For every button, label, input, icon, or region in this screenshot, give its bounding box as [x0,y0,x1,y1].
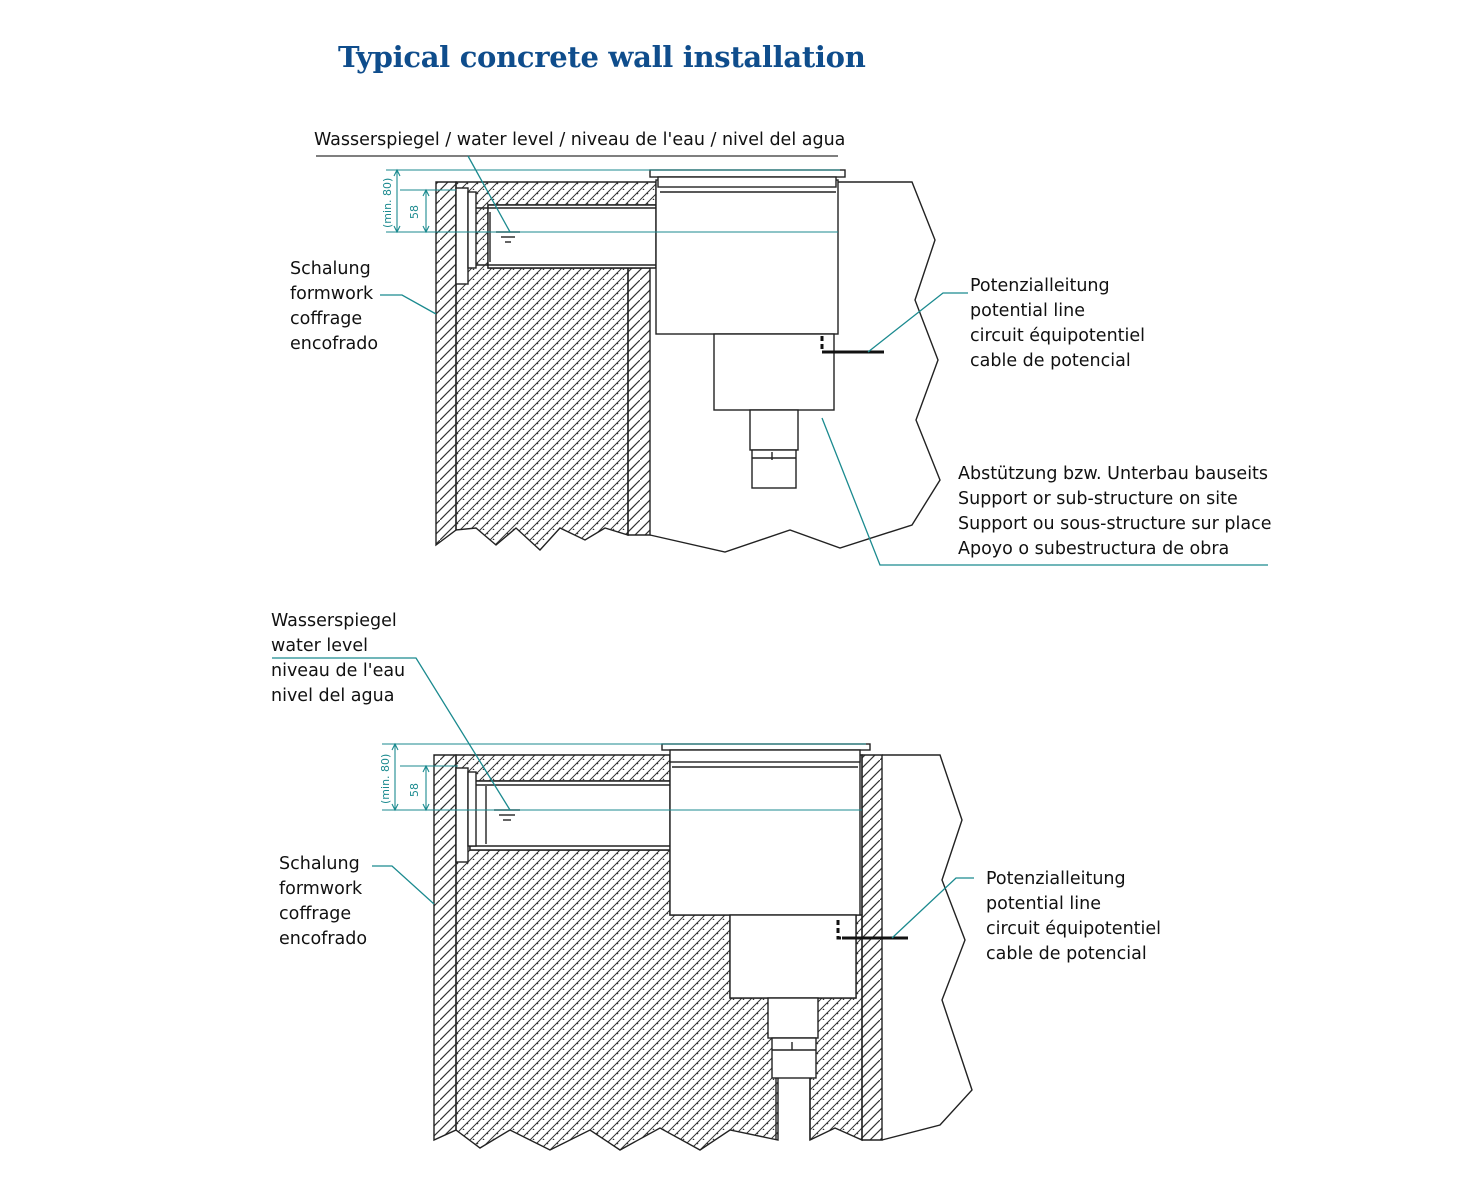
formwork-label-line: encofrado [279,929,368,949]
skimmer-housing-1 [713,333,835,411]
water-level-label-2: Wasserspiegel water level niveau de l'ea… [271,609,405,709]
water-level-label-line: Wasserspiegel [271,611,397,631]
potential-line-label-line: cable de potencial [986,944,1147,964]
water-level-label-1: Wasserspiegel / water level / niveau de … [314,130,846,150]
potential-line-label-line: cable de potencial [970,351,1131,371]
skimmer-lid-1 [649,169,846,178]
formwork-label-line: Schalung [290,259,371,279]
formwork-right-1 [627,267,651,536]
potential-line-label-line: Potenzialleitung [970,276,1110,296]
face-plate-1 [455,187,469,285]
leader-lines-2 [272,657,974,939]
page-title: Typical concrete wall installation [338,40,866,74]
diagram-1 [435,169,941,553]
water-level-label-line: nivel del agua [271,686,395,706]
potential-line-label-2: Potenzialleitung potential line circuit … [986,867,1161,967]
support-label-line: Support ou sous-structure sur place [958,514,1272,534]
potential-line-label-line: Potenzialleitung [986,869,1126,889]
support-label-line: Abstützung bzw. Unterbau bauseits [958,464,1269,484]
outlet-stub-2 [767,997,819,1039]
dimension-lines-2 [382,742,866,812]
water-level-label-line: niveau de l'eau [271,661,406,681]
potential-line-label-line: circuit équipotentiel [986,919,1162,939]
outlet-stub-1 [749,409,799,451]
dim-58-1: 58 [408,205,421,219]
dimension-lines-1 [386,168,840,234]
dim-min80-1: (min. 80) [381,178,394,228]
skimmer-housing-2 [729,914,857,999]
support-label-line: Support or sub-structure on site [958,489,1238,509]
formwork-right-2 [861,754,883,1141]
face-plate-2 [455,767,469,863]
formwork-label-2: Schalung formwork coffrage encofrado [279,852,367,952]
dim-58-2: 58 [408,783,421,797]
formwork-label-1: Schalung formwork coffrage encofrado [290,257,378,357]
water-level-label-line: water level [271,636,369,656]
potential-line-label-line: potential line [970,301,1085,321]
formwork-label-line: formwork [279,879,363,899]
skimmer-body-1 [655,179,839,335]
support-label-line: Apoyo o subestructura de obra [958,539,1230,559]
skimmer-body-2 [669,754,861,916]
formwork-label-line: formwork [290,284,374,304]
skimmer-lid-2 [661,743,871,751]
dim-min80-2: (min. 80) [379,754,392,804]
support-outline-1 [649,181,941,553]
potential-line-label-1: Potenzialleitung potential line circuit … [970,274,1145,374]
formwork-label-line: Schalung [279,854,360,874]
formwork-left-2 [433,754,457,1142]
formwork-label-line: coffrage [279,904,352,924]
formwork-left-1 [435,181,457,547]
support-outline-2 [881,754,973,1141]
leader-lines-1 [316,155,1268,566]
potential-line-label-line: circuit équipotentiel [970,326,1146,346]
support-label-1: Abstützung bzw. Unterbau bauseits Suppor… [958,462,1271,562]
diagram-2 [433,743,973,1151]
formwork-label-line: encofrado [290,334,379,354]
potential-line-label-line: potential line [986,894,1101,914]
formwork-label-line: coffrage [290,309,363,329]
